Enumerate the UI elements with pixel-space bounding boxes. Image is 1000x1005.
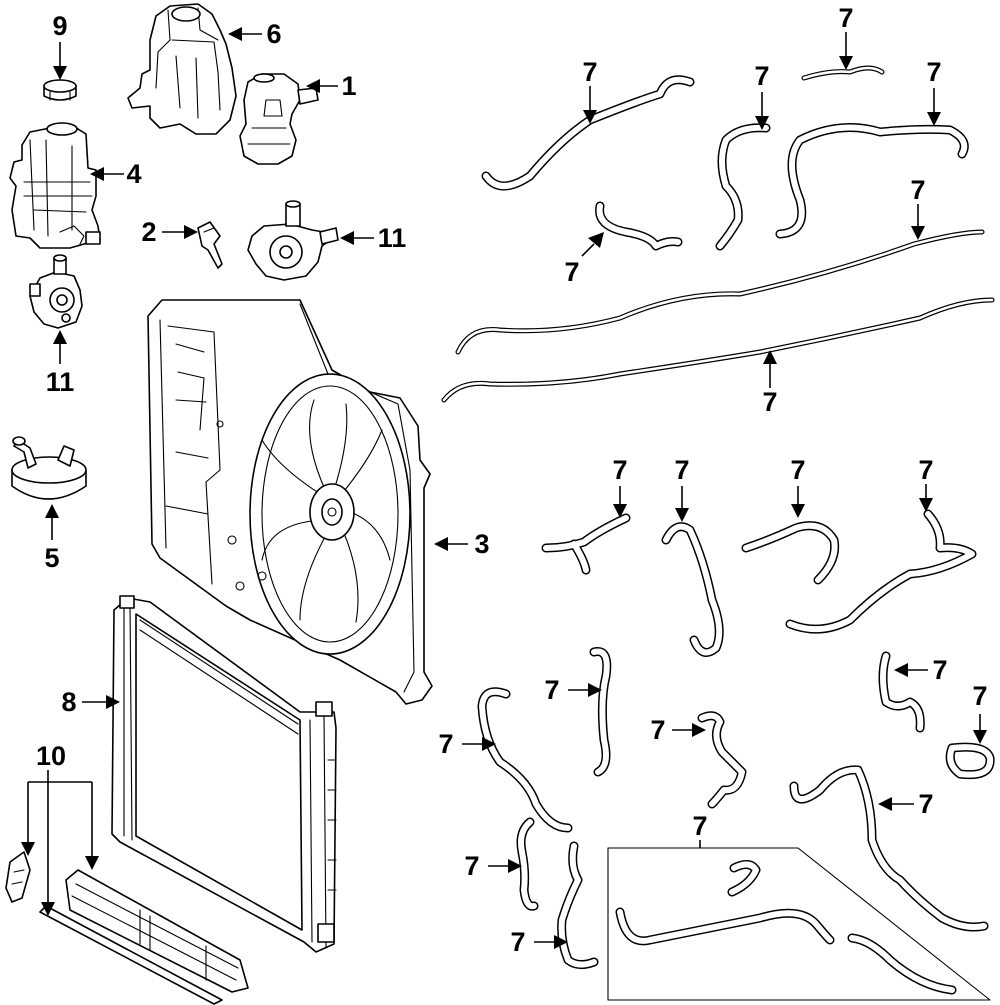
callout-1: 1 bbox=[341, 71, 356, 101]
water-valve-part bbox=[239, 73, 319, 165]
coolant-reservoir-part bbox=[9, 122, 101, 249]
callout-7: 7 bbox=[910, 175, 925, 205]
callout-7: 7 bbox=[926, 57, 941, 87]
callout-11-right: 11 bbox=[378, 223, 407, 253]
callout-leaders bbox=[21, 27, 987, 949]
inset-detail-box bbox=[607, 847, 991, 1001]
callout-7: 7 bbox=[692, 811, 707, 841]
callout-7: 7 bbox=[612, 455, 627, 485]
fan-shroud-part bbox=[147, 299, 433, 705]
callout-7: 7 bbox=[918, 455, 933, 485]
callout-8: 8 bbox=[61, 687, 76, 717]
callout-3: 3 bbox=[474, 529, 489, 559]
callout-7: 7 bbox=[674, 455, 689, 485]
water-pump-left-part bbox=[29, 254, 83, 329]
callout-7: 7 bbox=[582, 57, 597, 87]
callout-11-left: 11 bbox=[46, 367, 75, 397]
radiator-part bbox=[111, 595, 337, 953]
coolant-hoses bbox=[441, 65, 995, 995]
callout-2: 2 bbox=[141, 217, 156, 247]
water-pump-right-part bbox=[247, 200, 339, 281]
callout-6: 6 bbox=[266, 19, 281, 49]
callout-7: 7 bbox=[932, 655, 947, 685]
callout-7: 7 bbox=[544, 675, 559, 705]
callout-5: 5 bbox=[44, 543, 59, 573]
reservoir-cap-part bbox=[43, 79, 77, 101]
callout-7: 7 bbox=[510, 927, 525, 957]
oil-cooler-part bbox=[11, 436, 87, 500]
callout-7: 7 bbox=[650, 715, 665, 745]
reservoir-housing-part bbox=[127, 3, 237, 135]
callout-4: 4 bbox=[126, 159, 141, 189]
callout-7: 7 bbox=[754, 61, 769, 91]
callout-7: 7 bbox=[438, 729, 453, 759]
callout-10: 10 bbox=[36, 741, 66, 771]
callout-9: 9 bbox=[52, 11, 67, 41]
callout-7: 7 bbox=[464, 851, 479, 881]
callout-7: 7 bbox=[790, 455, 805, 485]
callout-7: 7 bbox=[972, 681, 987, 711]
callout-7: 7 bbox=[918, 789, 933, 819]
callout-7: 7 bbox=[564, 257, 579, 287]
callout-7: 7 bbox=[838, 3, 853, 33]
callout-7: 7 bbox=[762, 387, 777, 417]
callout-labels: 9 6 1 4 2 11 11 5 3 8 10 7 7 7 7 7 7 7 7… bbox=[36, 3, 988, 957]
air-guide-parts bbox=[5, 851, 249, 1005]
temperature-sensor-part bbox=[197, 221, 223, 269]
